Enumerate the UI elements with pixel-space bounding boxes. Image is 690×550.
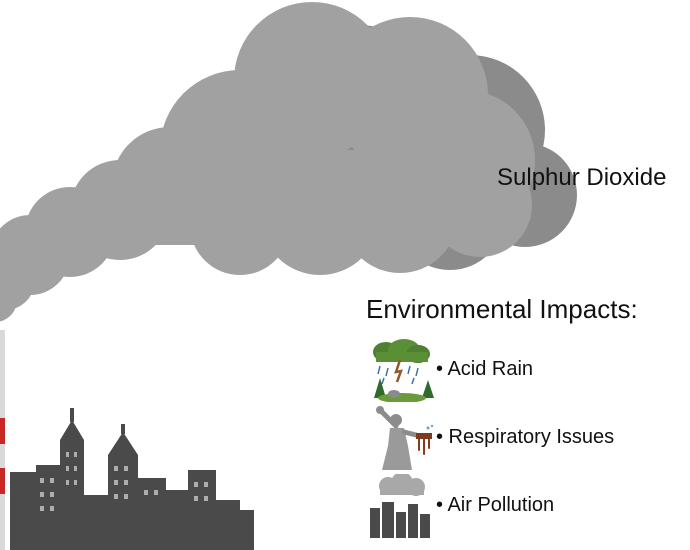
diagram-title: Sulphur Dioxide: [497, 164, 667, 191]
polluted-city-icon: [370, 474, 430, 538]
impact-respiratory-issues: • Respiratory Issues: [366, 406, 686, 470]
impact-label: • Respiratory Issues: [436, 426, 615, 448]
statue-icon: [376, 406, 434, 470]
building-windows: [40, 452, 208, 511]
impact-label: • Air Pollution: [436, 494, 555, 516]
acid-rain-icon: [373, 339, 434, 402]
impacts-heading: Environmental Impacts:: [366, 294, 638, 324]
chimney: [0, 330, 5, 550]
impact-label: • Acid Rain: [436, 358, 534, 380]
impact-air-pollution: • Air Pollution: [366, 474, 686, 538]
city-skyline: [10, 408, 254, 550]
impact-acid-rain: • Acid Rain: [366, 338, 686, 402]
smoke-cloud: [0, 2, 577, 322]
